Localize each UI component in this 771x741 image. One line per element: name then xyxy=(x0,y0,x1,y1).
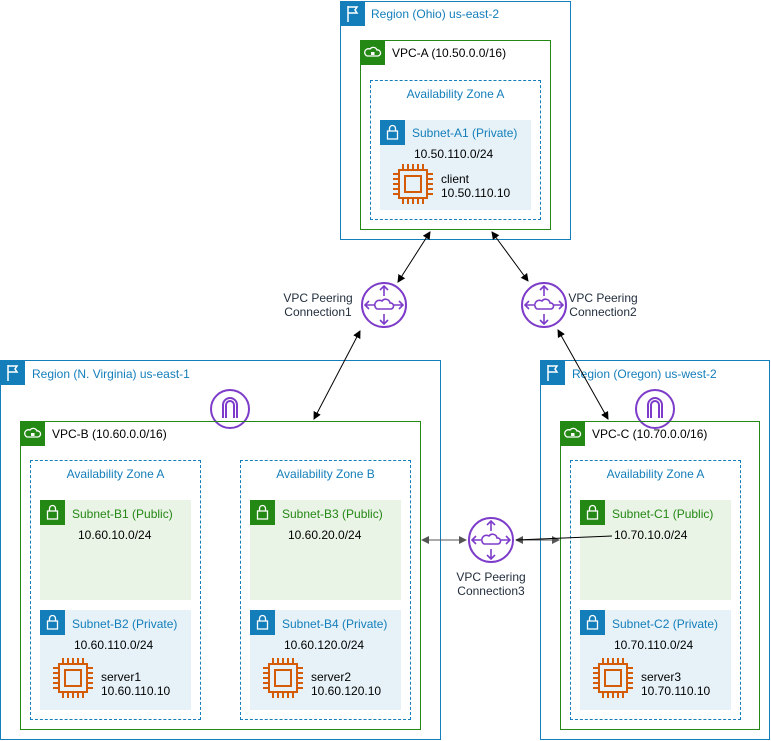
instance-client-ip: 10.50.110.10 xyxy=(441,186,511,200)
peering3-label-line2: Connection3 xyxy=(457,584,525,598)
subnet-b3-cidr: 10.60.20.0/24 xyxy=(288,528,362,542)
private-subnet-lock-icon xyxy=(250,610,275,635)
az-b-a xyxy=(30,460,201,720)
subnet-b2-cidr: 10.60.110.0/24 xyxy=(74,638,154,652)
subnet-a1-name: Subnet-A1 (Private) xyxy=(412,126,518,140)
instance-server1-ip: 10.60.110.10 xyxy=(101,684,171,698)
public-subnet-lock-icon xyxy=(580,500,605,525)
subnet-c2-cidr: 10.70.110.0/24 xyxy=(614,638,694,652)
vpc-peering-icon xyxy=(467,516,515,564)
private-subnet-lock-icon xyxy=(380,120,405,145)
vpc-cloud-icon xyxy=(20,421,45,446)
instance-server2-name: server2 xyxy=(311,670,352,684)
public-subnet-lock-icon xyxy=(40,500,65,525)
peering3-label-line1: VPC Peering xyxy=(456,570,526,584)
az-ohio-a-label: Availability Zone A xyxy=(406,87,505,101)
ec2-instance-icon xyxy=(591,656,635,700)
vpc-cloud-icon xyxy=(360,40,385,65)
instance-server3-name: server3 xyxy=(641,670,682,684)
vpc-cloud-icon xyxy=(560,421,585,446)
instance-client-name: client xyxy=(441,172,470,186)
vpc-a-label: VPC-A (10.50.0.0/16) xyxy=(392,46,507,60)
private-subnet-lock-icon xyxy=(580,610,605,635)
vpc-peering-icon xyxy=(520,281,568,329)
vpc-c xyxy=(560,421,760,730)
public-subnet-lock-icon xyxy=(250,500,275,525)
subnet-b4 xyxy=(250,610,401,710)
region-oregon xyxy=(540,360,770,740)
instance-server3-ip: 10.70.110.10 xyxy=(641,684,711,698)
link-peering2-vpcc xyxy=(557,329,609,420)
subnet-b2 xyxy=(40,610,191,710)
az-b-a-label: Availability Zone A xyxy=(66,467,165,481)
peering2-label-line1: VPC Peering xyxy=(568,291,638,305)
private-subnet-lock-icon xyxy=(40,610,65,635)
link-vpca-peering1 xyxy=(397,231,431,283)
subnet-b4-cidr: 10.60.120.0/24 xyxy=(284,638,365,652)
region-virginia-label: Region (N. Virginia) us-east-1 xyxy=(32,367,190,381)
vpc-peering-icon xyxy=(360,281,408,329)
subnet-b2-name: Subnet-B2 (Private) xyxy=(72,617,178,631)
region-flag-icon xyxy=(340,1,365,26)
internet-gateway-icon xyxy=(209,388,251,430)
instance-server1-name: server1 xyxy=(101,670,142,684)
region-ohio-label: Region (Ohio) us-east-2 xyxy=(371,7,500,21)
peering1-label-line2: Connection1 xyxy=(284,305,352,319)
subnet-b3-name: Subnet-B3 (Public) xyxy=(282,507,383,521)
region-ohio xyxy=(340,1,571,240)
subnet-b1 xyxy=(40,500,191,600)
peering2-label-line2: Connection2 xyxy=(569,305,637,319)
link-vpca-peering2 xyxy=(491,231,529,282)
subnet-b1-cidr: 10.60.10.0/24 xyxy=(78,528,152,542)
subnet-c1 xyxy=(580,500,731,600)
vpc-c-label: VPC-C (10.70.0.0/16) xyxy=(592,427,708,441)
subnet-c1-name: Subnet-C1 (Public) xyxy=(612,507,714,521)
internet-gateway-icon xyxy=(634,388,676,430)
az-b-b xyxy=(240,460,411,720)
ec2-instance-icon xyxy=(51,656,95,700)
vpc-a xyxy=(360,40,551,230)
az-b-b-label: Availability Zone B xyxy=(276,467,375,481)
peering1-label-line1: VPC Peering xyxy=(283,291,353,305)
az-ohio-a xyxy=(370,80,541,220)
link-peering1-vpcb xyxy=(313,330,361,420)
subnet-a1-cidr: 10.50.110.0/24 xyxy=(414,147,494,161)
instance-server2-ip: 10.60.120.10 xyxy=(311,684,382,698)
ec2-instance-icon xyxy=(261,656,305,700)
subnet-c2 xyxy=(580,610,731,710)
ec2-instance-icon xyxy=(391,162,435,206)
vpc-b-label: VPC-B (10.60.0.0/16) xyxy=(52,427,167,441)
subnet-b4-name: Subnet-B4 (Private) xyxy=(282,617,388,631)
region-flag-icon xyxy=(0,360,25,385)
link-peering3-subnet-c1 xyxy=(515,535,613,541)
subnet-c1-cidr: 10.70.10.0/24 xyxy=(614,528,688,542)
az-c-a-label: Availability Zone A xyxy=(606,467,705,481)
region-virginia xyxy=(0,360,441,740)
subnet-a1 xyxy=(380,120,531,210)
subnet-b3 xyxy=(250,500,401,600)
subnet-b1-name: Subnet-B1 (Public) xyxy=(72,507,173,521)
vpc-b xyxy=(20,421,421,730)
az-c-a xyxy=(570,460,741,720)
subnet-c2-name: Subnet-C2 (Private) xyxy=(612,617,719,631)
